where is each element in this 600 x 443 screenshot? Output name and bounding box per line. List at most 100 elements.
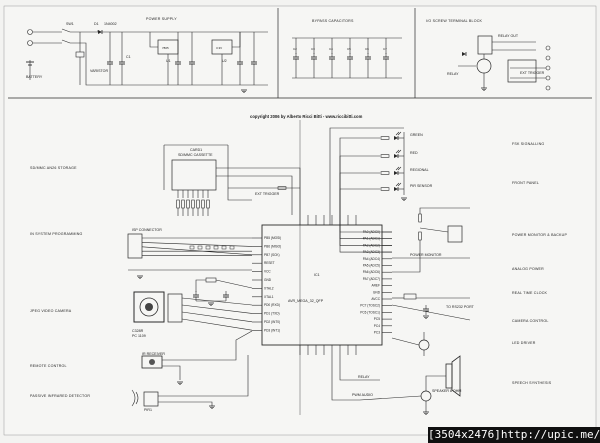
regulator-u2-type: 3.3V	[216, 46, 222, 50]
led-resistor-3	[380, 187, 390, 191]
diode-d1	[98, 30, 102, 34]
label-relay: RELAY	[447, 72, 459, 76]
title-fsk: FSK SIGNALLING	[512, 142, 544, 146]
mcu-pin-label: AREF	[371, 284, 380, 288]
led-resistor-1	[380, 154, 390, 158]
mcu-pin-label: PB6 (MISO)	[264, 244, 281, 248]
wire	[392, 240, 421, 273]
title-terminal-block: I/O SCREW TERMINAL BLOCK	[426, 19, 483, 23]
audio-transistor	[420, 390, 432, 402]
label-pir-module: PIR1	[144, 408, 152, 412]
label-camera-module: C328R	[132, 329, 144, 333]
title-pir: PASSIVE INFRARED DETECTOR	[30, 394, 90, 398]
wire	[216, 167, 301, 215]
led-driver-transistor	[418, 339, 430, 351]
sd-pullup-2	[186, 199, 190, 209]
mcu-pin-label: PC6 (TOSC1)	[360, 310, 380, 314]
wires	[29, 30, 546, 412]
bypass-cap-name: C4	[329, 47, 333, 51]
mcu-pin-label: PD0 (RXD)	[264, 303, 280, 307]
wire	[195, 279, 206, 292]
wire	[419, 227, 449, 233]
wire	[158, 355, 249, 397]
label-d1: D1	[94, 22, 99, 26]
mcu-pin-label: PA4 (ADC4)	[363, 257, 380, 261]
isp-resistor-5	[229, 245, 235, 250]
led-2	[394, 171, 398, 175]
mcu-pin-label: PD3 (INT1)	[264, 328, 280, 332]
led-2-ray	[395, 166, 400, 171]
watermark-size: [3504x2476]	[428, 428, 501, 441]
camera-lens-center	[145, 303, 153, 311]
title-speech: SPEECH SYNTHESIS	[512, 381, 552, 385]
label-mcu: AVR_MEGA_32_QFP	[288, 299, 324, 303]
camera-line	[181, 297, 253, 306]
isp-resistor-2	[205, 245, 211, 250]
crystal	[205, 277, 217, 283]
led-2-ray	[397, 166, 402, 171]
isp-line	[141, 246, 253, 256]
label-card: CARD1	[190, 148, 202, 152]
sd-pullup-0	[176, 199, 180, 209]
wire	[227, 145, 252, 201]
mcu-pin-labels: PB5 (MOSI)PB6 (MISO)PB7 (SCK)RESETVCCGND…	[264, 230, 381, 335]
wire	[162, 365, 181, 380]
ext-trigger-resistor	[277, 186, 287, 190]
wire	[331, 355, 360, 401]
label-pwm-audio: PWM AUDIO	[352, 393, 373, 397]
watermark-link[interactable]: http://upic.me/	[500, 428, 600, 441]
power-monitor-r1	[418, 213, 422, 223]
sd-pullup-1	[181, 199, 185, 209]
led-resistor-0	[380, 136, 390, 140]
trigger-input-network	[507, 59, 537, 83]
label-isp-connector: ISP CONNECTOR	[132, 228, 162, 232]
wire	[339, 355, 380, 381]
mcu-pin-label: PA0 (ADC0)	[363, 230, 380, 234]
isp-header	[127, 233, 143, 259]
isp-resistor-1	[197, 245, 203, 250]
led-0-ray	[395, 131, 400, 136]
camera-line	[181, 311, 253, 323]
sd-pullup-6	[206, 199, 210, 209]
screw-terminal-3	[545, 75, 551, 81]
mcu-pin-label: XTAL1	[264, 295, 274, 299]
ir-receiver	[141, 355, 163, 369]
led-3	[394, 187, 398, 191]
mcu-pin-label: PC3	[374, 331, 380, 335]
mcu-pin-label: GND	[373, 290, 381, 294]
camera-connector	[167, 293, 183, 323]
label-relay-net: RELAY	[358, 375, 370, 379]
label-sw1: SW1	[66, 22, 74, 26]
title-camera: JPEG VIDEO CAMERA	[30, 309, 72, 313]
label-card-sub: SD/MMC CASSETTE	[178, 153, 213, 157]
wire	[215, 279, 253, 289]
screw-terminal-0	[545, 45, 551, 51]
wire	[232, 32, 241, 48]
mcu-pin-label: XTAL2	[264, 286, 274, 290]
bypass-cap-name: C5	[347, 47, 351, 51]
title-power-supply: POWER SUPPLY	[146, 17, 177, 21]
relay-diode	[462, 52, 466, 56]
mcu-pin-label: PD2 (INT0)	[264, 320, 280, 324]
title-bypass-capacitors: BYPASS CAPACITORS	[312, 19, 354, 23]
title-camera-control: CAMERA CONTROL	[512, 319, 549, 323]
mcu-pin-label: PB7 (SCK)	[264, 253, 280, 257]
label-ir-receiver: IR RECEIVER	[142, 352, 165, 356]
led-1-ray	[397, 149, 402, 154]
wire	[329, 127, 404, 225]
isp-line	[141, 242, 253, 247]
regulator-u1	[157, 39, 179, 55]
mcu-pin-label: PA2 (ADC2)	[363, 243, 380, 247]
label-ic1: IC1	[314, 273, 320, 277]
regulator-u2	[211, 39, 233, 55]
varistor	[75, 51, 85, 58]
led-1	[394, 154, 398, 158]
bypass-cap-name: C2	[293, 47, 297, 51]
camera-lens	[139, 297, 159, 317]
label-power-monitor-net: POWER MONITOR	[410, 253, 442, 257]
led-1-ray	[395, 149, 400, 154]
speaker-coil	[445, 363, 453, 389]
title-front-panel: FRONT PANEL	[512, 181, 539, 185]
mcu-pin-label: PA1 (ADC1)	[363, 237, 380, 241]
